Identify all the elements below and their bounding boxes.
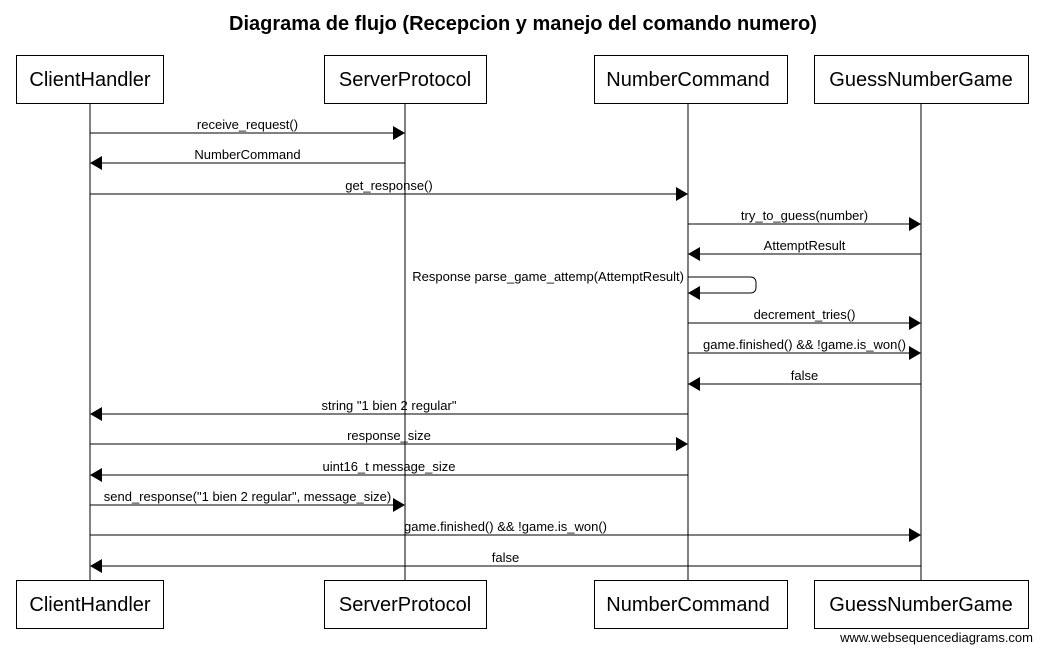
arrowhead <box>393 498 405 512</box>
arrowhead <box>676 437 688 451</box>
arrowhead <box>676 187 688 201</box>
message-label: string "1 bien 2 regular" <box>322 398 457 413</box>
participant-box-bottom-clienthandler <box>16 580 164 629</box>
message-15: false <box>90 550 921 573</box>
message-4: try_to_guess(number) <box>688 208 921 231</box>
arrowhead <box>688 286 700 300</box>
arrowhead <box>909 528 921 542</box>
arrowhead <box>90 468 102 482</box>
message-label: false <box>791 368 818 383</box>
message-1: receive_request() <box>90 117 405 140</box>
diagram-title: Diagrama de flujo (Recepcion y manejo de… <box>229 13 817 35</box>
message-label: get_response() <box>345 178 432 193</box>
message-label: AttemptResult <box>764 238 846 253</box>
message-9: false <box>688 368 921 391</box>
messages: receive_request() NumberCommand get_respon… <box>90 117 921 573</box>
participant-box-top-numbercommand <box>594 55 788 104</box>
message-11: response_size <box>90 428 688 451</box>
participant-label-top-numbercommand: NumberCommand <box>606 69 769 91</box>
participant-label-top-guessnumbergame: GuessNumberGame <box>829 69 1012 91</box>
message-label: false <box>492 550 519 565</box>
participant-label-bottom-numbercommand: NumberCommand <box>606 594 769 616</box>
participant-label-bottom-clienthandler: ClientHandler <box>29 594 151 616</box>
message-label: Response parse_game_attemp(AttemptResult… <box>412 269 684 284</box>
participant-box-top-serverprotocol <box>324 55 487 104</box>
message-label: NumberCommand <box>194 147 300 162</box>
message-line <box>688 276 757 294</box>
participant-box-bottom-serverprotocol <box>324 580 487 629</box>
message-label: try_to_guess(number) <box>741 208 868 223</box>
message-label: decrement_tries() <box>754 307 856 322</box>
participant-box-top-clienthandler <box>16 55 164 104</box>
arrowhead <box>909 316 921 330</box>
arrowhead <box>909 217 921 231</box>
lifelines <box>89 103 922 580</box>
message-10: string "1 bien 2 regular" <box>90 398 688 421</box>
arrowhead <box>90 407 102 421</box>
participant-label-bottom-guessnumbergame: GuessNumberGame <box>829 594 1012 616</box>
participant-label-top-serverprotocol: ServerProtocol <box>339 69 471 91</box>
arrowhead <box>688 377 700 391</box>
arrowhead <box>393 126 405 140</box>
arrowhead <box>688 247 700 261</box>
message-5: AttemptResult <box>688 238 921 261</box>
participant-box-bottom-guessnumbergame <box>814 580 1029 629</box>
arrowhead <box>90 156 102 170</box>
message-label: game.finished() && !game.is_won() <box>703 337 906 352</box>
participant-boxes: ClientHandlerClientHandlerServerProtocol… <box>16 55 1029 629</box>
arrowhead <box>90 559 102 573</box>
message-13: send_response("1 bien 2 regular", messag… <box>90 489 405 512</box>
participant-box-top-guessnumbergame <box>814 55 1029 104</box>
message-label: receive_request() <box>197 117 298 132</box>
message-label: uint16_t message_size <box>323 459 456 474</box>
message-7: decrement_tries() <box>688 307 921 330</box>
arrowhead <box>909 346 921 360</box>
message-3: get_response() <box>90 178 688 201</box>
message-6: Response parse_game_attemp(AttemptResult… <box>412 269 757 300</box>
participant-label-bottom-serverprotocol: ServerProtocol <box>339 594 471 616</box>
message-12: uint16_t message_size <box>90 459 688 482</box>
message-label: game.finished() && !game.is_won() <box>404 519 607 534</box>
message-2: NumberCommand <box>90 147 405 170</box>
credit-text: www.websequencediagrams.com <box>839 630 1033 645</box>
participant-box-bottom-numbercommand <box>594 580 788 629</box>
message-8: game.finished() && !game.is_won() <box>688 337 921 360</box>
message-label: response_size <box>347 428 431 443</box>
message-label: send_response("1 bien 2 regular", messag… <box>104 489 391 504</box>
participant-label-top-clienthandler: ClientHandler <box>29 69 151 91</box>
message-14: game.finished() && !game.is_won() <box>90 519 921 542</box>
